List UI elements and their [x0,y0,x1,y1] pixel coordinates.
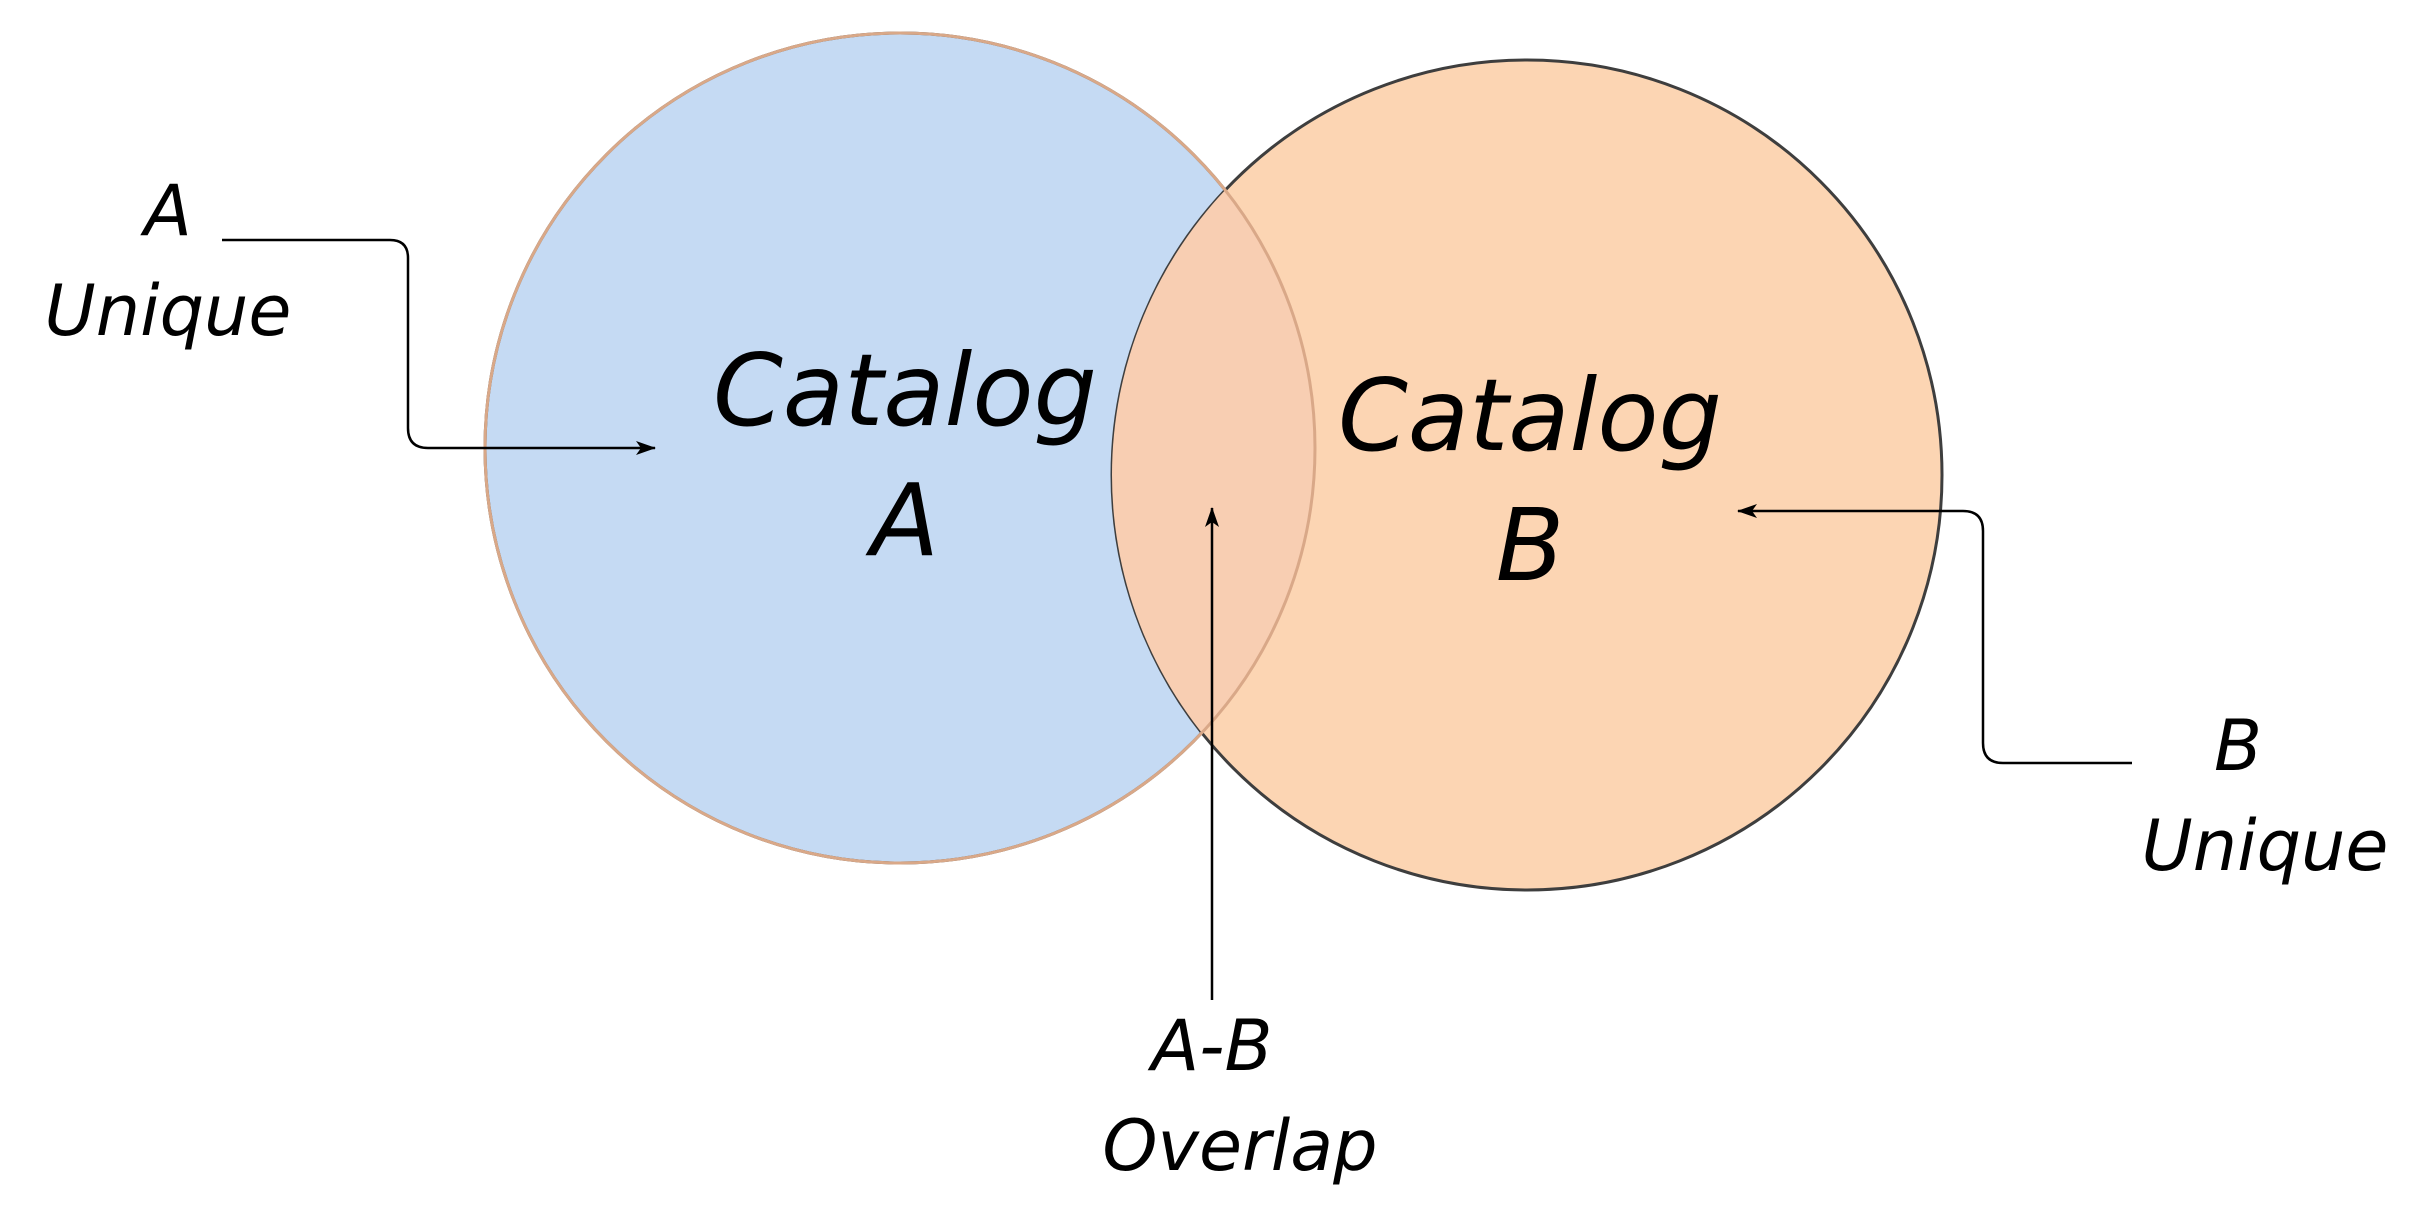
a-unique-label-line2: Unique [45,270,292,352]
a-unique-label-line1: A [140,170,192,252]
b-unique-label-line1: B [2214,705,2262,787]
overlap-label-line2: Overlap [1102,1105,1377,1187]
a-unique-arrow [222,238,656,455]
catalog-a-label: Catalog [713,332,1097,449]
b-unique-label-line2: Unique [2142,805,2389,887]
overlap-label-line1: A-B [1147,1005,1272,1087]
catalog-b-label: Catalog [1338,357,1722,474]
b-unique-arrow [1737,504,2132,765]
catalog-b-letter: B [1496,487,1565,604]
catalog-a-letter: A [865,462,939,579]
